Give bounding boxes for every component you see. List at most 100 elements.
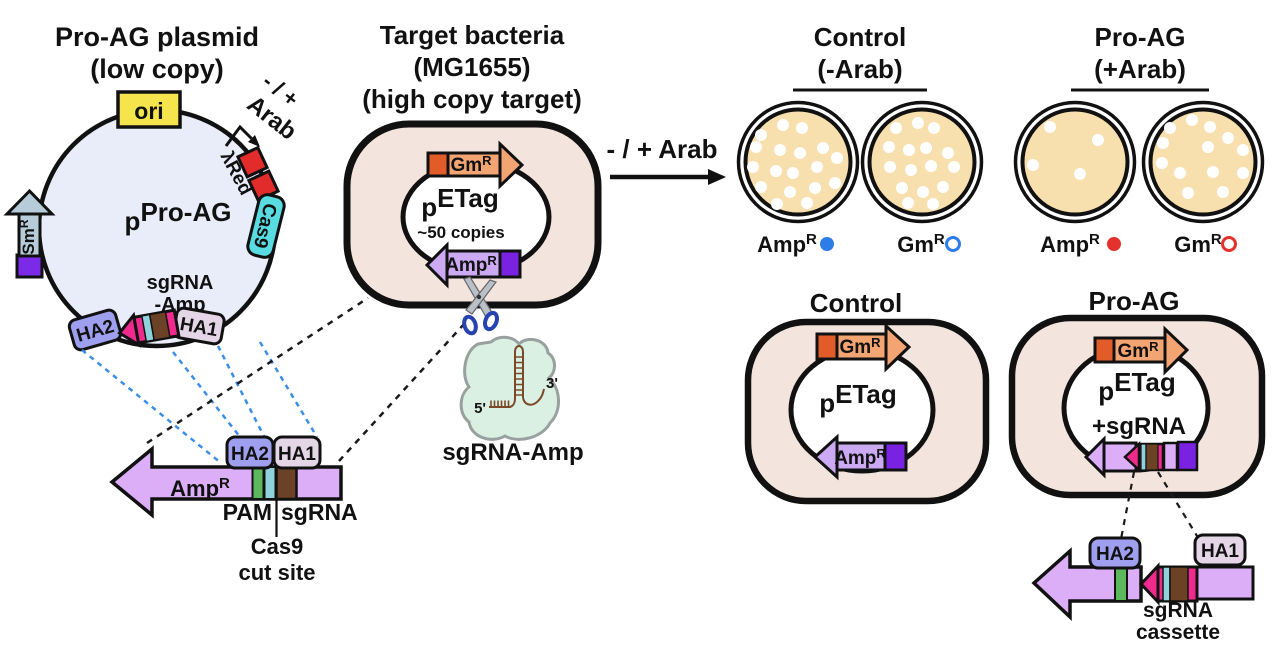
scissors-icon — [462, 276, 500, 336]
sgrna-cassette-label-2: cassette — [1136, 621, 1220, 644]
colony-dot — [809, 182, 821, 194]
amp-label-sup: R — [876, 446, 886, 461]
colony-dot — [755, 129, 767, 141]
ha2-box — [67, 308, 123, 352]
outcome-control-title: Control — [810, 288, 902, 318]
guide-teeth — [490, 400, 510, 407]
guide-strand — [489, 397, 516, 408]
amp-arrowhead — [1083, 435, 1106, 479]
gm-label-main: Gm — [1117, 341, 1149, 362]
dish-agar — [743, 107, 853, 217]
amp-gene-arrow: AmpR — [424, 241, 522, 289]
colony-dot — [1217, 186, 1229, 198]
colony-dot — [750, 141, 762, 153]
petri-dish-control-amp — [736, 100, 860, 224]
petri-dish-control-gm — [860, 100, 984, 224]
control-amp-label: AmpR — [757, 231, 817, 257]
plasmid-name: pPro-AG — [125, 197, 232, 236]
petag-name: pETag — [421, 183, 499, 222]
gm-gene-arrow: GmR — [426, 140, 525, 190]
control-plates-title: Control — [814, 22, 906, 52]
colony-dot — [912, 117, 924, 129]
amp-gene-label: AmpR — [170, 475, 230, 501]
petag-name-p: p — [819, 388, 835, 418]
cut-zoom-dashed-lines — [146, 296, 466, 462]
scissors-handle-2 — [482, 310, 500, 332]
colony-dot — [1237, 167, 1249, 179]
cassette-brown-stripe — [1169, 566, 1189, 602]
ribonucleoprotein-blob — [459, 335, 560, 441]
cassette-arrowhead — [1138, 562, 1160, 606]
insert-zoom-line-right — [1157, 471, 1198, 537]
amp-label-sup: R — [219, 475, 230, 492]
gm-arrowhead — [1163, 325, 1190, 376]
red-open-dot — [1221, 236, 1237, 252]
sm-label: SmR — [17, 219, 38, 254]
gm-arrowhead — [498, 140, 525, 190]
hairpin-loop — [514, 345, 524, 353]
hairpin-rungs — [515, 356, 523, 396]
petag-name: pETag — [819, 379, 897, 418]
colony-dot — [925, 160, 937, 172]
amp-label-sup: R — [1089, 231, 1100, 248]
gm-promoter-box — [426, 151, 450, 178]
colony-dot — [1044, 121, 1056, 133]
colony-dot — [883, 141, 895, 153]
amp-gene-arrow: AmpR — [812, 433, 908, 481]
plasmid-name-sup: Pro-AG — [140, 197, 231, 227]
colony-dot — [1237, 144, 1249, 156]
sgrna-amp-label: sgRNA-Amp — [442, 439, 583, 466]
gm-label: GmR — [1117, 339, 1159, 362]
colony-dot — [1207, 166, 1219, 178]
control-gm-label: GmR — [897, 231, 945, 257]
amp-gene-right-segment — [1195, 565, 1255, 601]
cut-zoom-line-left — [146, 296, 369, 445]
amp-arrow-body — [835, 441, 887, 472]
three-prime-tail — [522, 388, 545, 406]
promoter-bent-line — [224, 124, 253, 147]
colony-dot — [890, 122, 902, 134]
proag-gm-label: GmR — [1174, 231, 1222, 257]
petri-dish-proag-gm — [1141, 100, 1265, 224]
colony-dot — [811, 161, 823, 173]
petag-name-sup: ETag — [437, 183, 499, 213]
colony-dot — [927, 198, 939, 210]
colony-dot — [1164, 122, 1176, 134]
ori-label: ori — [134, 98, 163, 124]
amp-label-sup: R — [806, 231, 817, 248]
ha1-box — [1193, 533, 1247, 567]
colony-dot — [829, 177, 841, 189]
blue-open-dot — [945, 236, 961, 252]
gm-label-sup: R — [1211, 231, 1222, 248]
blue-filled-dot — [820, 237, 834, 251]
cassette-brown-stripe — [148, 310, 171, 341]
colony-dot — [1156, 157, 1168, 169]
sgrna-hairpin-icon — [489, 345, 545, 408]
ha2-box — [1088, 536, 1142, 570]
colony-dot — [1027, 159, 1039, 171]
colony-dot — [796, 122, 808, 134]
amp-label-sup: R — [487, 253, 497, 268]
gm-arrowhead — [884, 322, 912, 373]
plasmid-ha2: HA2 — [67, 308, 123, 352]
amp-tag-box — [498, 249, 522, 279]
cassette-arrowhead — [117, 311, 141, 348]
outcome-proag-panel: Pro-AG GmR pETag +sgRNA — [1008, 286, 1266, 499]
colony-dot — [784, 186, 796, 198]
gm-gene-arrow: GmR — [815, 322, 912, 373]
colony-dot — [817, 142, 829, 154]
homology-line-1 — [81, 349, 222, 464]
pam-label: PAM — [223, 499, 272, 525]
proag-plasmid-subtitle: (low copy) — [90, 54, 224, 84]
proag-plasmid-panel: Pro-AG plasmid (low copy) ori - / + Arab… — [3, 22, 303, 352]
colony-dot — [917, 186, 929, 198]
colony-dot — [896, 182, 908, 194]
amp-label-main: Amp — [170, 476, 219, 501]
petag-name-sup: ETag — [1114, 367, 1176, 397]
proag-plates-title: Pro-AG — [1095, 22, 1186, 52]
colony-dot — [777, 119, 789, 131]
colony-dot — [771, 198, 783, 210]
gm-label-main: Gm — [897, 232, 934, 257]
gm-arrow-body — [1112, 336, 1167, 364]
amp-arrowhead — [424, 241, 449, 289]
